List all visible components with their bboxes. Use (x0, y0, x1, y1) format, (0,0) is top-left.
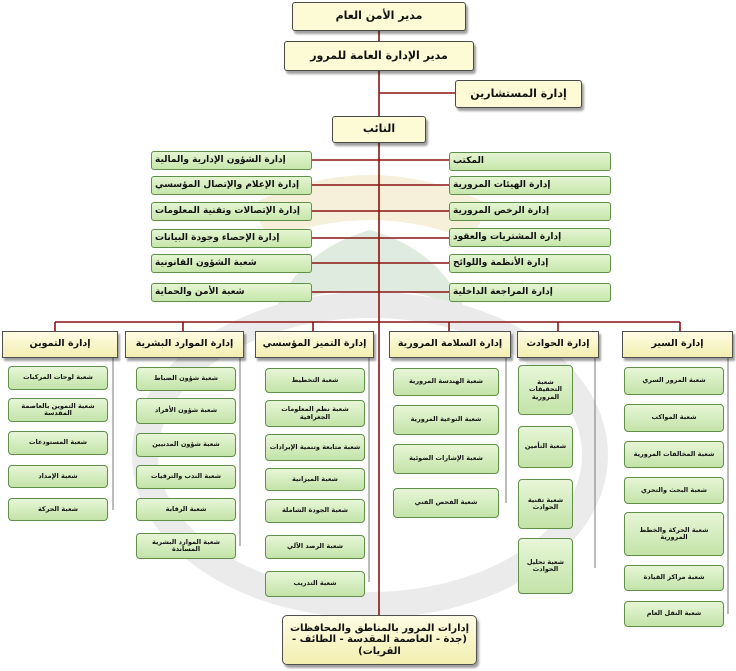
right-unit-4: إدارة المشتريات والعقود (449, 228, 611, 247)
department-header-2: إدارة الحوادث (517, 331, 599, 358)
section-box: شعبة الميزانية (265, 468, 365, 491)
section-box: شعبة المخالفات المرورية (624, 441, 724, 468)
general-director-box: مدير الأمن العام (292, 2, 466, 31)
left-unit-5: شعبة الشؤون القانونية (151, 254, 312, 273)
section-box: شعبة الندب والترقيات (136, 465, 236, 489)
section-box: شعبة شؤون المدنيين (136, 433, 236, 457)
section-box: شعبة لوحات المركبات (8, 366, 108, 390)
section-box: شعبة الموارد البشرية المساندة (136, 533, 236, 559)
left-unit-2: إدارة الإعلام والإتصال المؤسسي (151, 176, 312, 195)
section-box: شعبة الإشارات الضوئية (393, 444, 499, 474)
department-spines (112, 358, 729, 614)
section-box: شعبة الحركة (8, 498, 108, 521)
traffic-director-box: مدير الإدارة العامة للمرور (284, 41, 474, 71)
section-box: شعبة النقل العام (624, 601, 724, 627)
section-box: شعبة البحث والتحري (624, 477, 724, 504)
section-box: شعبة الفحص الفني (393, 488, 499, 518)
advisors-box: إدارة المستشارين (455, 80, 582, 108)
section-box: شعبة الجودة الشاملة (265, 499, 365, 523)
department-header-1: إدارة السير (622, 331, 733, 358)
left-unit-3: إدارة الإتصالات وتقنية المعلومات (151, 202, 312, 221)
section-box: شعبة الرقابة (136, 498, 236, 521)
deputy-box: النائب (332, 116, 426, 143)
left-unit-1: إدارة الشؤون الإدارية والمالية (151, 151, 312, 170)
section-box: شعبة المستودعات (8, 431, 108, 455)
section-box: شعبة التموين بالعاصمة المقدسة (8, 398, 108, 422)
right-unit-6: إدارة المراجعة الداخلية (449, 283, 611, 302)
section-box: شعبة الإمداد (8, 465, 108, 488)
section-box: شعبة شؤون الضباط (136, 367, 236, 391)
section-box: شعبة المواكب (624, 404, 724, 432)
section-box: شعبة متابعة وتنمية الإيرادات (265, 434, 365, 461)
right-unit-3: إدارة الرخص المرورية (449, 202, 611, 221)
right-unit-1: المكتب (449, 152, 611, 171)
section-box: شعبة التحقيقات المرورية (518, 365, 573, 415)
section-box: شعبة المرور السري (624, 367, 724, 395)
section-box: شعبة التأمين (518, 426, 573, 468)
left-unit-6: شعبة الأمن والحماية (151, 283, 312, 302)
section-box: شعبة الهندسة المرورية (393, 368, 499, 396)
section-box: شعبة التخطيط (265, 368, 365, 393)
regions-line1: إدارات المرور بالمناطق والمحافظات (289, 622, 470, 634)
right-unit-2: إدارة الهيئات المرورية (449, 176, 611, 195)
section-box: شعبة تحليل الحوادث (518, 538, 573, 594)
section-box: شعبة مراكز القيادة (624, 565, 724, 591)
department-header-3: إدارة السلامة المرورية (389, 331, 511, 358)
section-box: شعبة تقنية الحوادث (518, 479, 573, 529)
section-box: شعبة التوعية المرورية (393, 405, 499, 435)
section-box: شعبة نظم المعلومات الجغرافية (265, 400, 365, 427)
section-box: شعبة الحركة والخطط المرورية (624, 512, 724, 556)
department-header-6: إدارة التموين (2, 331, 118, 358)
regions-box: إدارات المرور بالمناطق والمحافظات (جدة -… (282, 615, 477, 665)
section-box: شعبة التدريب (265, 571, 365, 597)
department-header-5: إدارة الموارد البشرية (125, 331, 244, 358)
regions-line2: (جدة - العاصمة المقدسة - الطائف - القريا… (292, 634, 467, 657)
left-unit-4: إدارة الإحصاء وجودة البيانات (151, 229, 312, 248)
section-box: شعبة الرصد الآلي (265, 535, 365, 559)
department-header-4: إدارة التميز المؤسسي (255, 331, 374, 358)
right-unit-5: إدارة الأنظمة واللوائح (449, 254, 611, 273)
section-box: شعبة شؤون الأفراد (136, 398, 236, 424)
watermark-palm (275, 230, 465, 310)
